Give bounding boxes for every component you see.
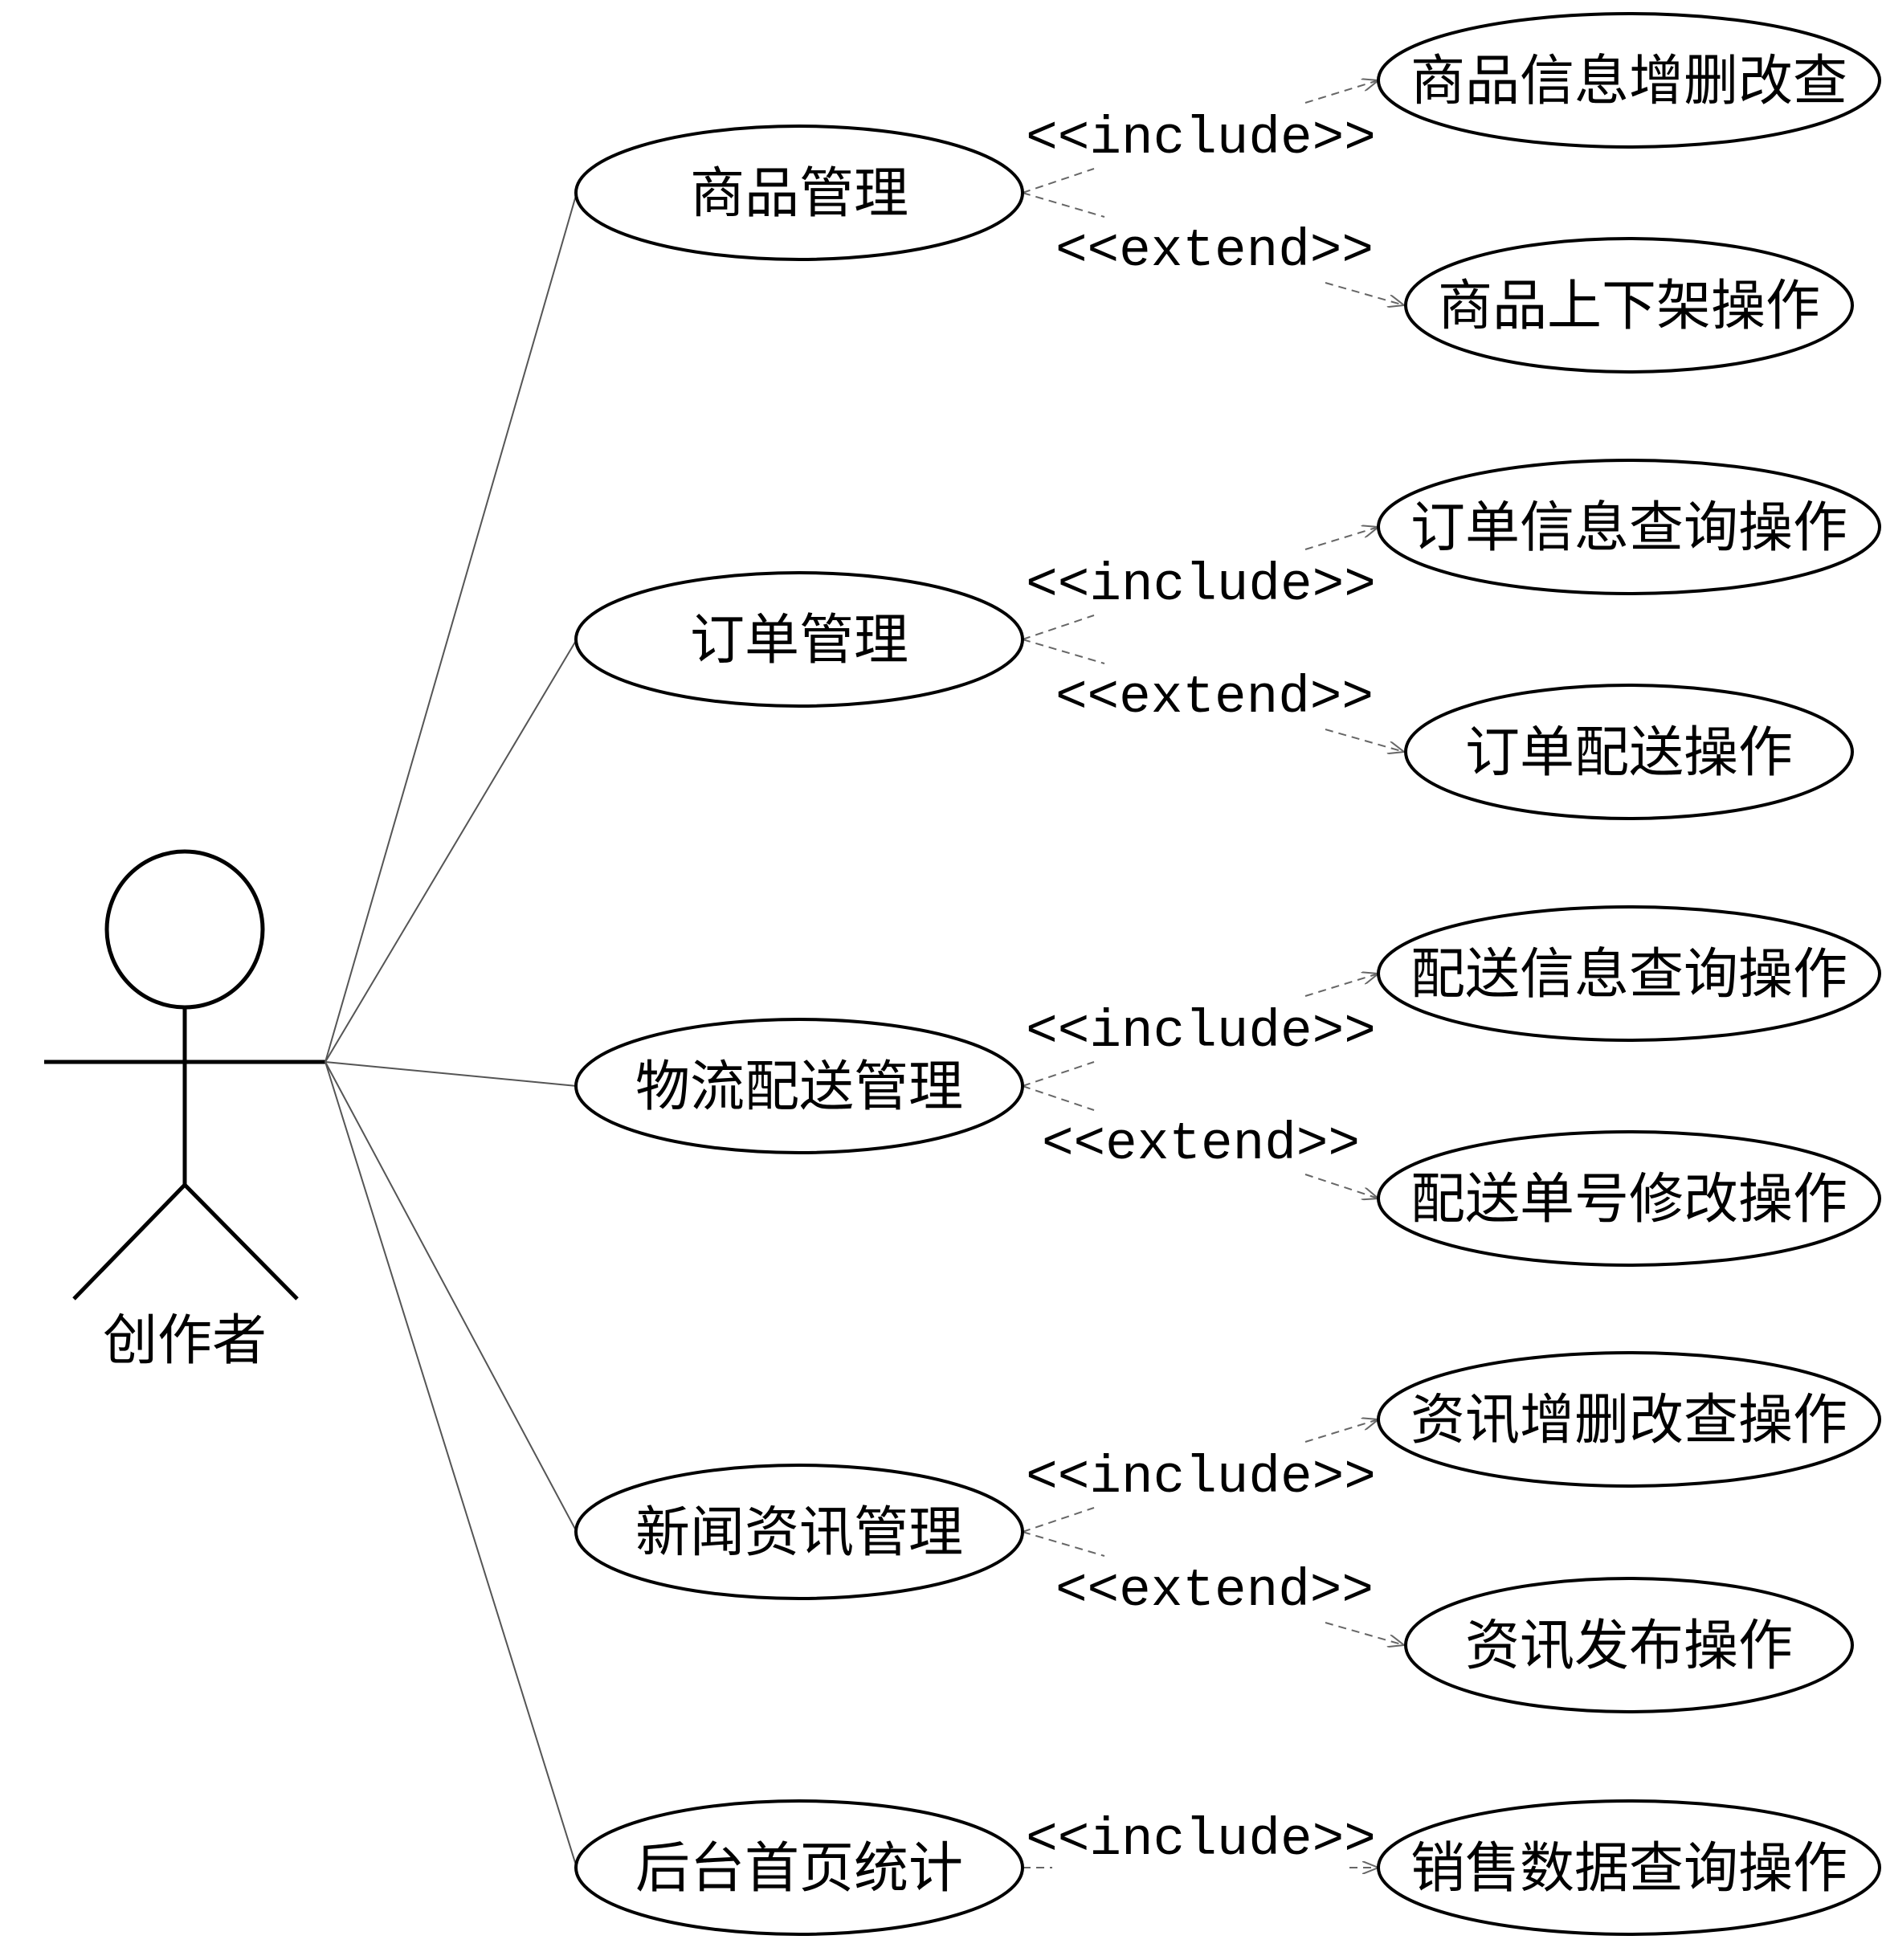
stereotype-label: <<extend>> [1042, 1114, 1360, 1174]
use-case-label: 新闻资讯管理 [635, 1501, 963, 1565]
use-case-sub: 订单配送操作 [1404, 684, 1854, 820]
stereotype-label: <<include>> [1026, 108, 1376, 169]
stereotype-label: <<extend>> [1055, 668, 1374, 728]
use-case-label: 配送单号修改操作 [1410, 1168, 1847, 1231]
use-case-main: 订单管理 [574, 571, 1024, 708]
associations [325, 192, 578, 1868]
main-use-cases: 商品管理 订单管理 物流配送管理 新闻资讯管理 后台首页统计 [574, 125, 1024, 1936]
dependency-line [1022, 1085, 1095, 1111]
use-case-sub: 商品上下架操作 [1404, 237, 1854, 374]
stereotype-labels: <<include>> <<extend>> <<include>> <<ext… [1026, 108, 1376, 1870]
dependency-line [1325, 1622, 1404, 1645]
dependency-line [1022, 1531, 1105, 1557]
stereotype-label: <<include>> [1026, 1002, 1376, 1062]
use-case-label: 配送信息查询操作 [1410, 943, 1847, 1007]
use-case-main: 商品管理 [574, 125, 1024, 261]
use-case-label: 商品上下架操作 [1438, 275, 1820, 338]
use-case-sub: 资讯发布操作 [1404, 1577, 1854, 1713]
dependencies [1022, 80, 1404, 1868]
dependency-line [1304, 1419, 1378, 1443]
use-case-sub: 资讯增删改查操作 [1377, 1351, 1881, 1488]
association-5 [325, 1061, 578, 1868]
dependency-line [1304, 527, 1378, 550]
association-1 [325, 192, 578, 1063]
stereotype-label: <<extend>> [1055, 221, 1374, 281]
use-case-main: 后台首页统计 [574, 1799, 1024, 1936]
actor-label: 创作者 [103, 1309, 267, 1373]
actor-right-leg [183, 1183, 299, 1301]
stereotype-label: <<extend>> [1055, 1561, 1374, 1621]
use-case-sub: 销售数据查询操作 [1377, 1799, 1881, 1936]
association-4 [325, 1061, 578, 1533]
dependency-line [1325, 729, 1404, 752]
use-case-label: 销售数据查询操作 [1410, 1837, 1847, 1901]
use-case-sub: 订单信息查询操作 [1377, 459, 1881, 595]
stereotype-label: <<include>> [1026, 1810, 1376, 1870]
use-case-sub: 商品信息增删改查 [1377, 12, 1881, 149]
use-case-label: 订单信息查询操作 [1410, 496, 1847, 560]
sub-use-cases: 商品信息增删改查 商品上下架操作 订单信息查询操作 订单配送操作 配送信息查询操… [1377, 12, 1881, 1936]
stereotype-label: <<include>> [1026, 1448, 1376, 1508]
use-case-sub: 配送单号修改操作 [1377, 1130, 1881, 1267]
dependency-line [1304, 80, 1378, 104]
dependency-line [1022, 639, 1105, 664]
use-case-label: 商品信息增删改查 [1410, 50, 1847, 113]
dependency-line [1304, 974, 1378, 997]
actor-head [104, 849, 265, 1010]
use-case-label: 后台首页统计 [635, 1837, 963, 1901]
use-case-label: 订单管理 [690, 609, 908, 672]
dependency-line [1022, 1061, 1095, 1087]
use-case-label: 物流配送管理 [635, 1056, 963, 1119]
use-case-sub: 配送信息查询操作 [1377, 905, 1881, 1042]
dependency-line [1022, 1507, 1095, 1533]
use-case-label: 资讯增删改查操作 [1410, 1389, 1847, 1452]
dependency-line [1022, 615, 1095, 640]
dependency-line [1304, 1174, 1378, 1198]
stereotype-label: <<include>> [1026, 555, 1376, 615]
use-case-label: 资讯发布操作 [1465, 1615, 1793, 1678]
dependency-line [1325, 282, 1404, 305]
association-2 [325, 639, 578, 1063]
use-case-main: 物流配送管理 [574, 1018, 1024, 1154]
use-case-label: 订单配送操作 [1465, 721, 1793, 785]
use-case-main: 新闻资讯管理 [574, 1464, 1024, 1600]
association-3 [325, 1061, 578, 1087]
actor-left-leg [72, 1183, 186, 1301]
actor: 创作者 [44, 849, 325, 1373]
dependency-line [1022, 168, 1095, 194]
use-case-label: 商品管理 [690, 162, 908, 226]
dependency-line [1022, 192, 1105, 218]
